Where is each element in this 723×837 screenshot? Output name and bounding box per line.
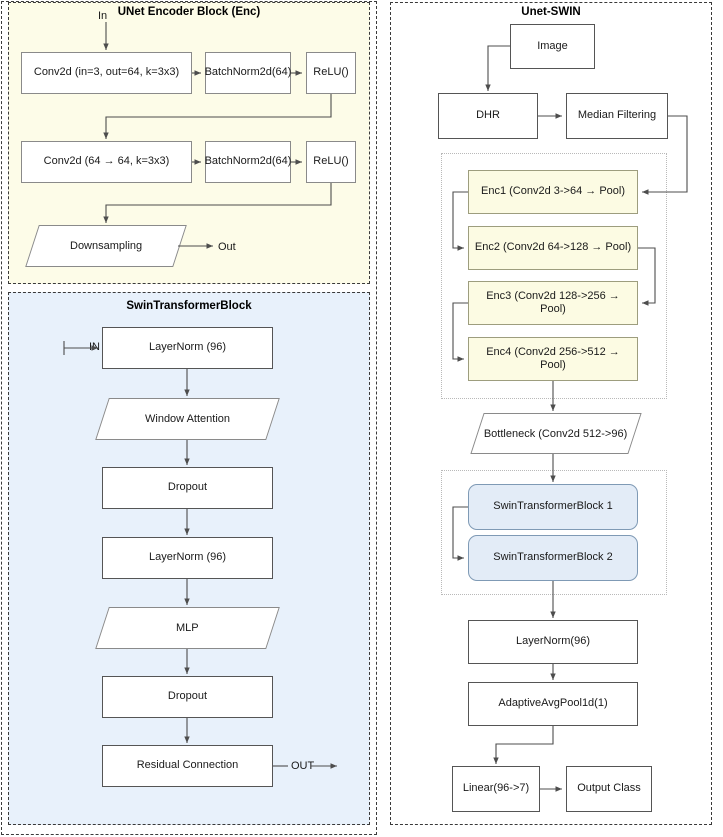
node-enc1[interactable]: Enc1 (Conv2d 3->64 → Pool) (468, 170, 638, 214)
swin-transformer-title: SwinTransformerBlock (126, 300, 252, 312)
node-adaptive-avgpool[interactable]: AdaptiveAvgPool1d(1) (468, 682, 638, 726)
node-enc3[interactable]: Enc3 (Conv2d 128->256 → Pool) (468, 281, 638, 325)
swin-in-label: IN (89, 341, 100, 353)
node-layernorm-96[interactable]: LayerNorm(96) (468, 620, 638, 664)
node-dropout-1[interactable]: Dropout (102, 467, 273, 509)
node-mlp-label: MLP (176, 622, 199, 634)
unet-swin-title: Unet-SWIN (521, 6, 581, 18)
node-residual-connection[interactable]: Residual Connection (102, 745, 273, 787)
node-downsampling-label: Downsampling (69, 240, 143, 252)
node-swin-block-1[interactable]: SwinTransformerBlock 1 (468, 484, 638, 530)
node-relu-1[interactable]: ReLU() (306, 52, 356, 94)
node-mlp[interactable]: MLP (95, 607, 280, 649)
encoder-group-container (441, 153, 667, 399)
node-output-class[interactable]: Output Class (566, 766, 652, 812)
node-bottleneck[interactable]: Bottleneck (Conv2d 512->96) (470, 413, 642, 454)
node-enc4[interactable]: Enc4 (Conv2d 256->512 → Pool) (468, 337, 638, 381)
node-window-attention-label: Window Attention (145, 413, 230, 425)
node-swin-block-2[interactable]: SwinTransformerBlock 2 (468, 535, 638, 581)
node-median-filtering[interactable]: Median Filtering (566, 93, 668, 139)
node-enc2[interactable]: Enc2 (Conv2d 64->128 → Pool) (468, 226, 638, 270)
node-layernorm-2[interactable]: LayerNorm (96) (102, 537, 273, 579)
node-image[interactable]: Image (510, 24, 595, 69)
node-relu-2[interactable]: ReLU() (306, 141, 356, 183)
node-conv2d-1[interactable]: Conv2d (in=3, out=64, k=3x3) (21, 52, 192, 94)
node-batchnorm-2[interactable]: BatchNorm2d(64) (205, 141, 291, 183)
node-downsampling[interactable]: Downsampling (25, 225, 187, 267)
encoder-in-label: In (98, 10, 108, 22)
node-linear[interactable]: Linear(96->7) (452, 766, 540, 812)
node-layernorm-1[interactable]: LayerNorm (96) (102, 327, 273, 369)
node-batchnorm-1[interactable]: BatchNorm2d(64) (205, 52, 291, 94)
unet-encoder-title: UNet Encoder Block (Enc) (117, 6, 261, 18)
node-window-attention[interactable]: Window Attention (95, 398, 280, 440)
swin-group-container (441, 470, 667, 595)
node-dropout-2[interactable]: Dropout (102, 676, 273, 718)
node-conv2d-2[interactable]: Conv2d (64 → 64, k=3x3) (21, 141, 192, 183)
encoder-out-label: Out (218, 241, 236, 253)
node-bottleneck-label: Bottleneck (Conv2d 512->96) (484, 427, 628, 440)
node-dhr[interactable]: DHR (438, 93, 538, 139)
swin-out-label: OUT (291, 760, 315, 772)
